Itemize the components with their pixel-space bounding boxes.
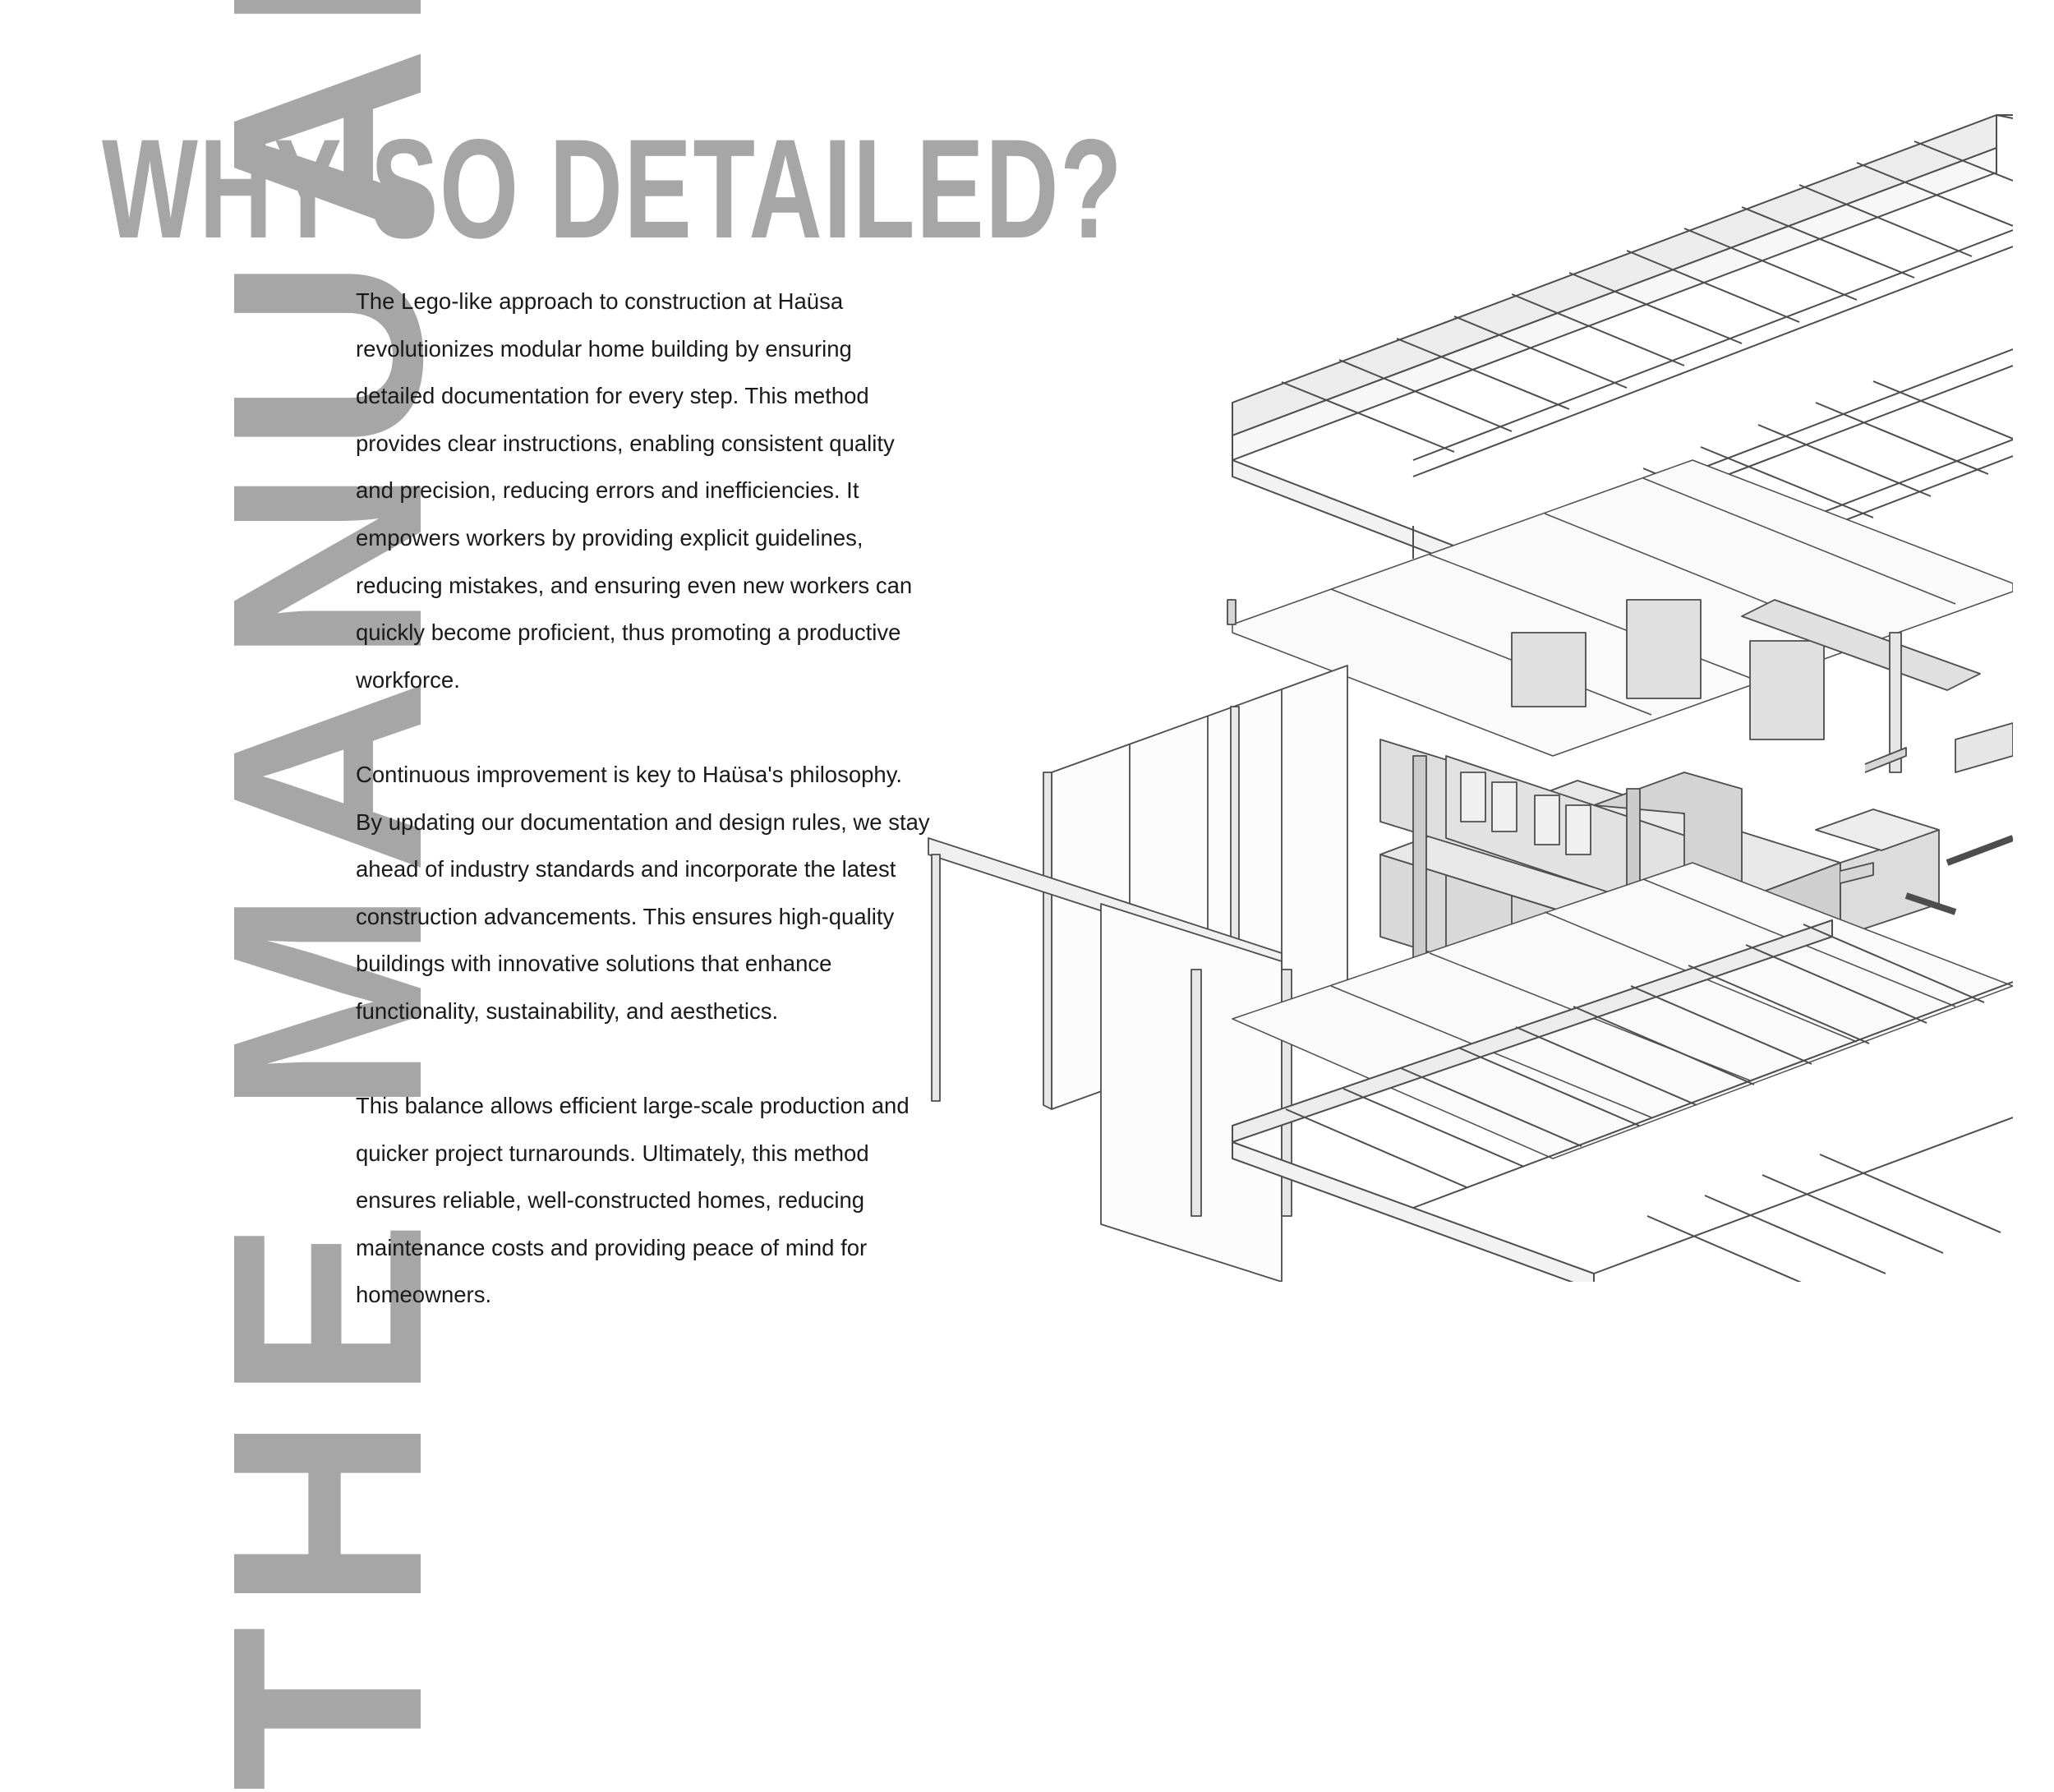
ceiling-panels [1232, 459, 2013, 757]
axonometric-drawing [928, 114, 2013, 1282]
paragraph-1: The Lego-like approach to construction a… [356, 288, 913, 693]
paragraph-2: Continuous improvement is key to Haüsa's… [356, 761, 930, 1024]
body-text: The Lego-like approach to construction a… [356, 278, 931, 1319]
exploded-house-illustration [920, 99, 2013, 1282]
floor-frame [1232, 919, 2013, 1282]
paragraph-3: This balance allows efficient large-scal… [356, 1093, 910, 1308]
front-wall [928, 837, 1292, 1282]
page-title: WHY SO DETAILED? [102, 110, 1124, 268]
interior-steel [1741, 599, 2013, 915]
